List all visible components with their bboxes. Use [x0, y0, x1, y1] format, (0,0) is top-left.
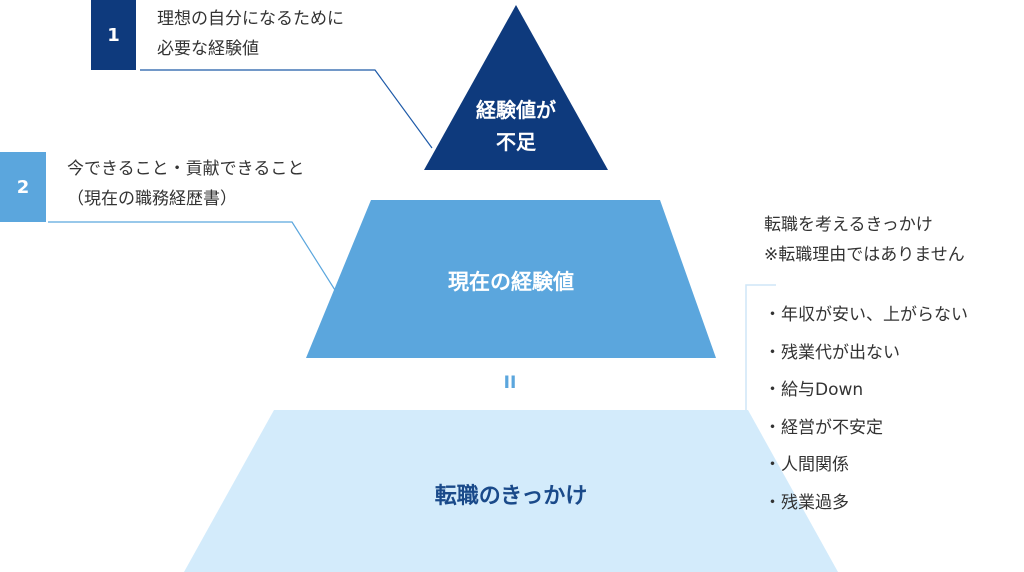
pyramid-bottom-tier [184, 410, 838, 572]
top-tier-label-line1: 経験値が [476, 98, 556, 122]
callout-2-number-badge: 2 [0, 152, 46, 222]
trigger-note: 転職を考えるきっかけ ※転職理由ではありません [764, 210, 965, 270]
callout-1-text: 理想の自分になるために 必要な経験値 [157, 4, 344, 64]
pyramid-top-tier [424, 5, 608, 170]
trigger-list-item: ・人間関係 [764, 455, 849, 475]
trigger-note-line1: 転職を考えるきっかけ [764, 215, 933, 235]
trigger-note-line2: ※転職理由ではありません [764, 245, 965, 265]
trigger-list-item: ・残業代が出ない [764, 342, 900, 363]
trigger-list-item: ・残業過多 [764, 492, 849, 513]
callout-2-line1: 今できること・貢献できること [67, 159, 305, 179]
top-tier-label: 経験値が 不足 [436, 94, 596, 158]
callout-1-number: 1 [107, 24, 120, 46]
bottom-tier-label: 転職のきっかけ [434, 484, 588, 509]
callout-2-text: 今できること・貢献できること （現在の職務経歴書） [67, 154, 304, 214]
callout-2-number: 2 [16, 176, 30, 198]
callout-1-line1: 理想の自分になるために [157, 9, 344, 29]
top-tier-label-line2: 不足 [496, 130, 536, 154]
trigger-list-bracket [745, 284, 776, 410]
middle-tier-label: 現在の経験値 [448, 270, 574, 294]
callout-1-connector [140, 69, 433, 149]
pyramid-middle-tier [306, 200, 716, 358]
trigger-list-item: ・経営が不安定 [764, 417, 883, 438]
trigger-list: ・年収が安い、上がらない・残業代が出ない・給与Down ・経営が不安定・人間関係・… [764, 300, 968, 525]
trigger-list-item: ・年収が安い、上がらない [764, 305, 968, 325]
trigger-list-item: ・給与Down [764, 380, 864, 400]
callout-2-line2: （現在の職務経歴書） [67, 189, 237, 209]
equals-sign: II [503, 373, 517, 393]
callout-1-line2: 必要な経験値 [157, 39, 259, 59]
callout-1-number-badge: 1 [91, 0, 136, 70]
callout-2-connector [48, 221, 341, 299]
